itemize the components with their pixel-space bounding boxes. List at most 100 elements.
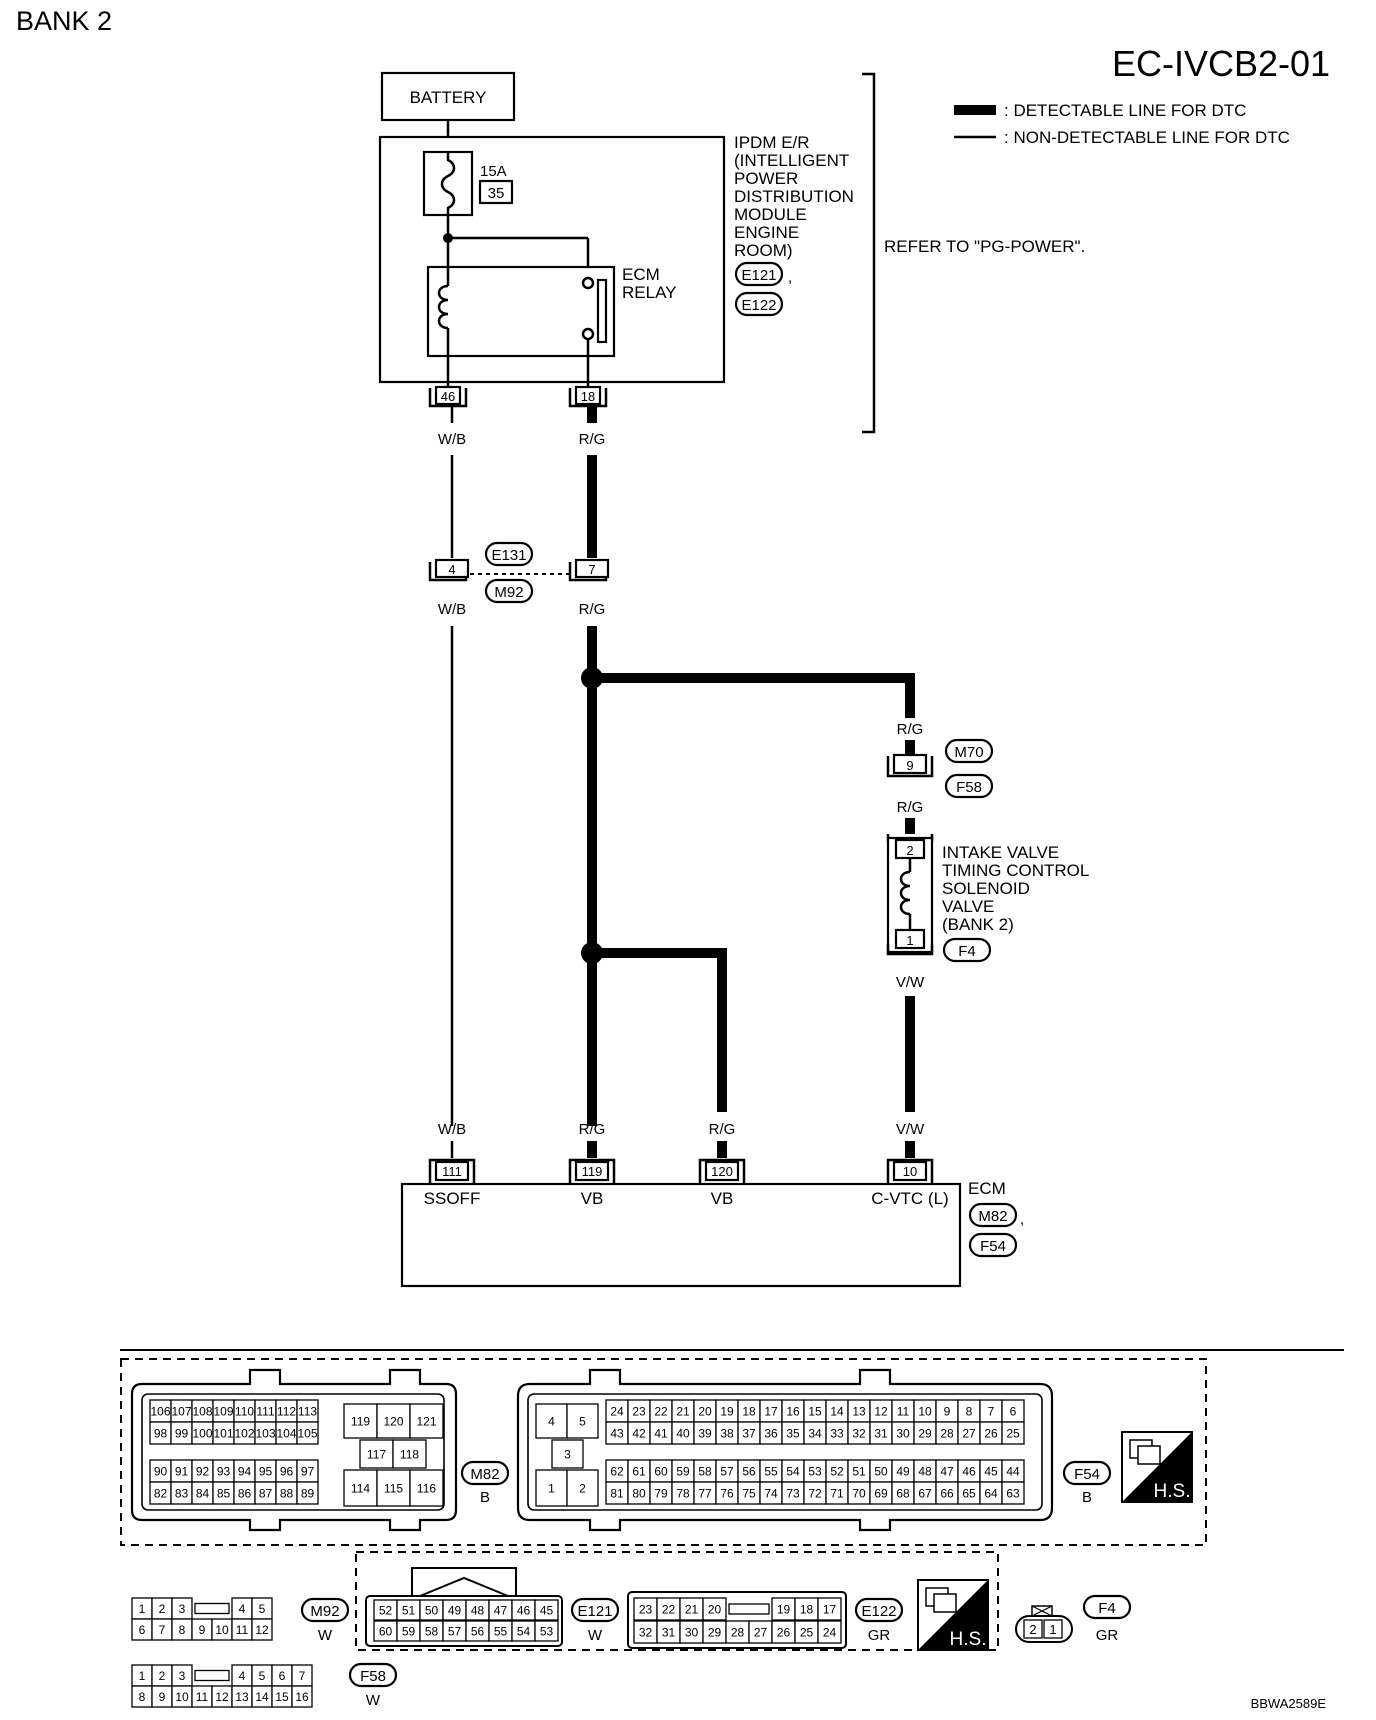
connector-pin-cell — [1001, 1421, 1025, 1445]
connector-pin-label: 118 — [400, 1448, 419, 1462]
e121-view-badge — [570, 1597, 620, 1623]
connector-pin-label: 22 — [654, 1405, 668, 1419]
connector-pin-label: 101 — [213, 1427, 233, 1441]
connector-pin-cell — [291, 1685, 313, 1708]
connector-pin-label: 30 — [685, 1626, 699, 1640]
solenoid-name-line3: SOLENOID — [942, 879, 1030, 898]
connector-pin-label: 29 — [708, 1626, 722, 1640]
solenoid-terminal-box-1 — [894, 928, 926, 950]
connector-pin-label: 18 — [742, 1405, 756, 1419]
connector-pin-label: 69 — [874, 1487, 888, 1501]
relay-label-line1: ECM — [622, 265, 660, 284]
connector-pin-label: 4 — [548, 1415, 555, 1429]
joint-terminal-4: 4 — [448, 562, 455, 577]
connector-pin-label: 92 — [196, 1465, 210, 1479]
connector-pin-label: 41 — [654, 1427, 668, 1441]
connector-pin-label: 95 — [259, 1465, 273, 1479]
connector-pin-label: 48 — [918, 1465, 932, 1479]
ecm-terminal-bracket — [698, 1158, 746, 1184]
connector-pin-label: 96 — [280, 1465, 294, 1479]
connector-pin-cell — [534, 1620, 559, 1642]
solenoid-terminal-2: 2 — [906, 843, 913, 858]
connector-pin-label: 116 — [417, 1482, 436, 1496]
connector-pin-cell — [534, 1599, 559, 1621]
joint-terminal-7: 7 — [588, 562, 595, 577]
connector-pin-label: 14 — [830, 1405, 844, 1419]
terminal-46-label: 46 — [441, 389, 455, 404]
connector-pin-label: 77 — [698, 1487, 712, 1501]
wire-rg-to-ecm-120 — [592, 948, 727, 1112]
connector-pin-cell — [343, 1403, 378, 1439]
connector-pin-label: 71 — [830, 1487, 844, 1501]
terminal-bracket — [428, 388, 468, 408]
connector-pin-cell — [251, 1618, 273, 1641]
legend-non-detectable-text: : NON-DETECTABLE LINE FOR DTC — [1004, 128, 1290, 147]
connector-f58: F58 — [956, 779, 982, 796]
connector-pin-cell — [376, 1469, 411, 1507]
connector-blank-slot — [194, 1669, 230, 1682]
solenoid-name-line4: VALVE — [942, 897, 994, 916]
connector-pin-label: 50 — [874, 1465, 888, 1479]
e121-view-color: W — [588, 1627, 603, 1644]
wire-rg-label-solenoid-1: R/G — [897, 721, 924, 738]
connector-pin-label: 5 — [259, 1602, 266, 1616]
ecm-box — [400, 1182, 962, 1288]
ecm-terminal-10-signal: C-VTC (L) — [871, 1189, 948, 1208]
connector-pin-label: 25 — [1006, 1427, 1020, 1441]
ecm-connector-group-border — [120, 1358, 1207, 1546]
ecm-terminal-bracket — [568, 1158, 616, 1184]
connector-pin-label: 16 — [786, 1405, 800, 1419]
hs-connector-icon — [925, 1587, 957, 1613]
connector-pin-label: 28 — [731, 1626, 745, 1640]
connector-pin-label: 56 — [742, 1465, 756, 1479]
terminal-box — [434, 385, 462, 406]
joint-connector-e131-badge — [484, 541, 534, 567]
connector-pin-label: 16 — [295, 1690, 309, 1704]
connector-pin-label: 11 — [236, 1623, 249, 1637]
connector-pin-label: 105 — [297, 1427, 317, 1441]
connector-pin-label: 31 — [662, 1626, 676, 1640]
ecm-name: ECM — [968, 1179, 1006, 1198]
connector-pin-label: 50 — [425, 1604, 439, 1618]
ecm-terminal-119-signal: VB — [581, 1189, 604, 1208]
connector-pin-label: 27 — [754, 1626, 768, 1640]
connector-pin-cell — [817, 1620, 842, 1644]
connector-pin-label: 3 — [179, 1602, 186, 1616]
connector-pin-label: 114 — [351, 1482, 370, 1496]
connector-pin-label: 107 — [171, 1405, 191, 1419]
connector-pin-label: 75 — [742, 1487, 756, 1501]
f58-view-id: F58 — [360, 1668, 386, 1685]
connector-pin-label: 102 — [234, 1427, 254, 1441]
wire-rg-label-1: R/G — [579, 431, 606, 448]
connector-pin-label: 20 — [698, 1405, 712, 1419]
connector-pin-label: 9 — [199, 1623, 206, 1637]
f58-view-badge — [348, 1662, 398, 1688]
connector-pin-label: 12 — [874, 1405, 888, 1419]
ecm-terminal-119: 119 VB — [568, 1158, 616, 1208]
ecm-terminal-111: 111 SSOFF — [424, 1158, 480, 1208]
connector-pin-label: 32 — [852, 1427, 866, 1441]
connector-pin-label: 94 — [238, 1465, 252, 1479]
connector-pin-label: 26 — [984, 1427, 998, 1441]
connector-pin-label: 93 — [217, 1465, 231, 1479]
joint-terminal-box-4 — [434, 558, 470, 579]
connector-pin-label: 99 — [175, 1427, 189, 1441]
hs-triangle — [1122, 1432, 1192, 1502]
relay-armature — [596, 278, 608, 344]
connector-pin-label: 90 — [154, 1465, 168, 1479]
connector-pin-label: 79 — [654, 1487, 668, 1501]
connector-pin-label: 15 — [275, 1690, 289, 1704]
connector-pin-label: 5 — [259, 1669, 266, 1683]
connector-pin-label: 62 — [610, 1465, 624, 1479]
ipdm-name-line1: IPDM E/R — [734, 133, 810, 152]
connector-pin-label: 10 — [918, 1405, 932, 1419]
connector-pin-label: 9 — [944, 1405, 951, 1419]
connector-pin-label: 86 — [238, 1487, 252, 1501]
connector-pin-label: 42 — [632, 1427, 646, 1441]
ecm-terminal-111-number: 111 — [442, 1164, 462, 1179]
ipdm-terminal-18: 18 — [568, 385, 608, 408]
connector-pin-label: 113 — [298, 1405, 317, 1419]
wire-rg-to-solenoid — [592, 673, 915, 718]
